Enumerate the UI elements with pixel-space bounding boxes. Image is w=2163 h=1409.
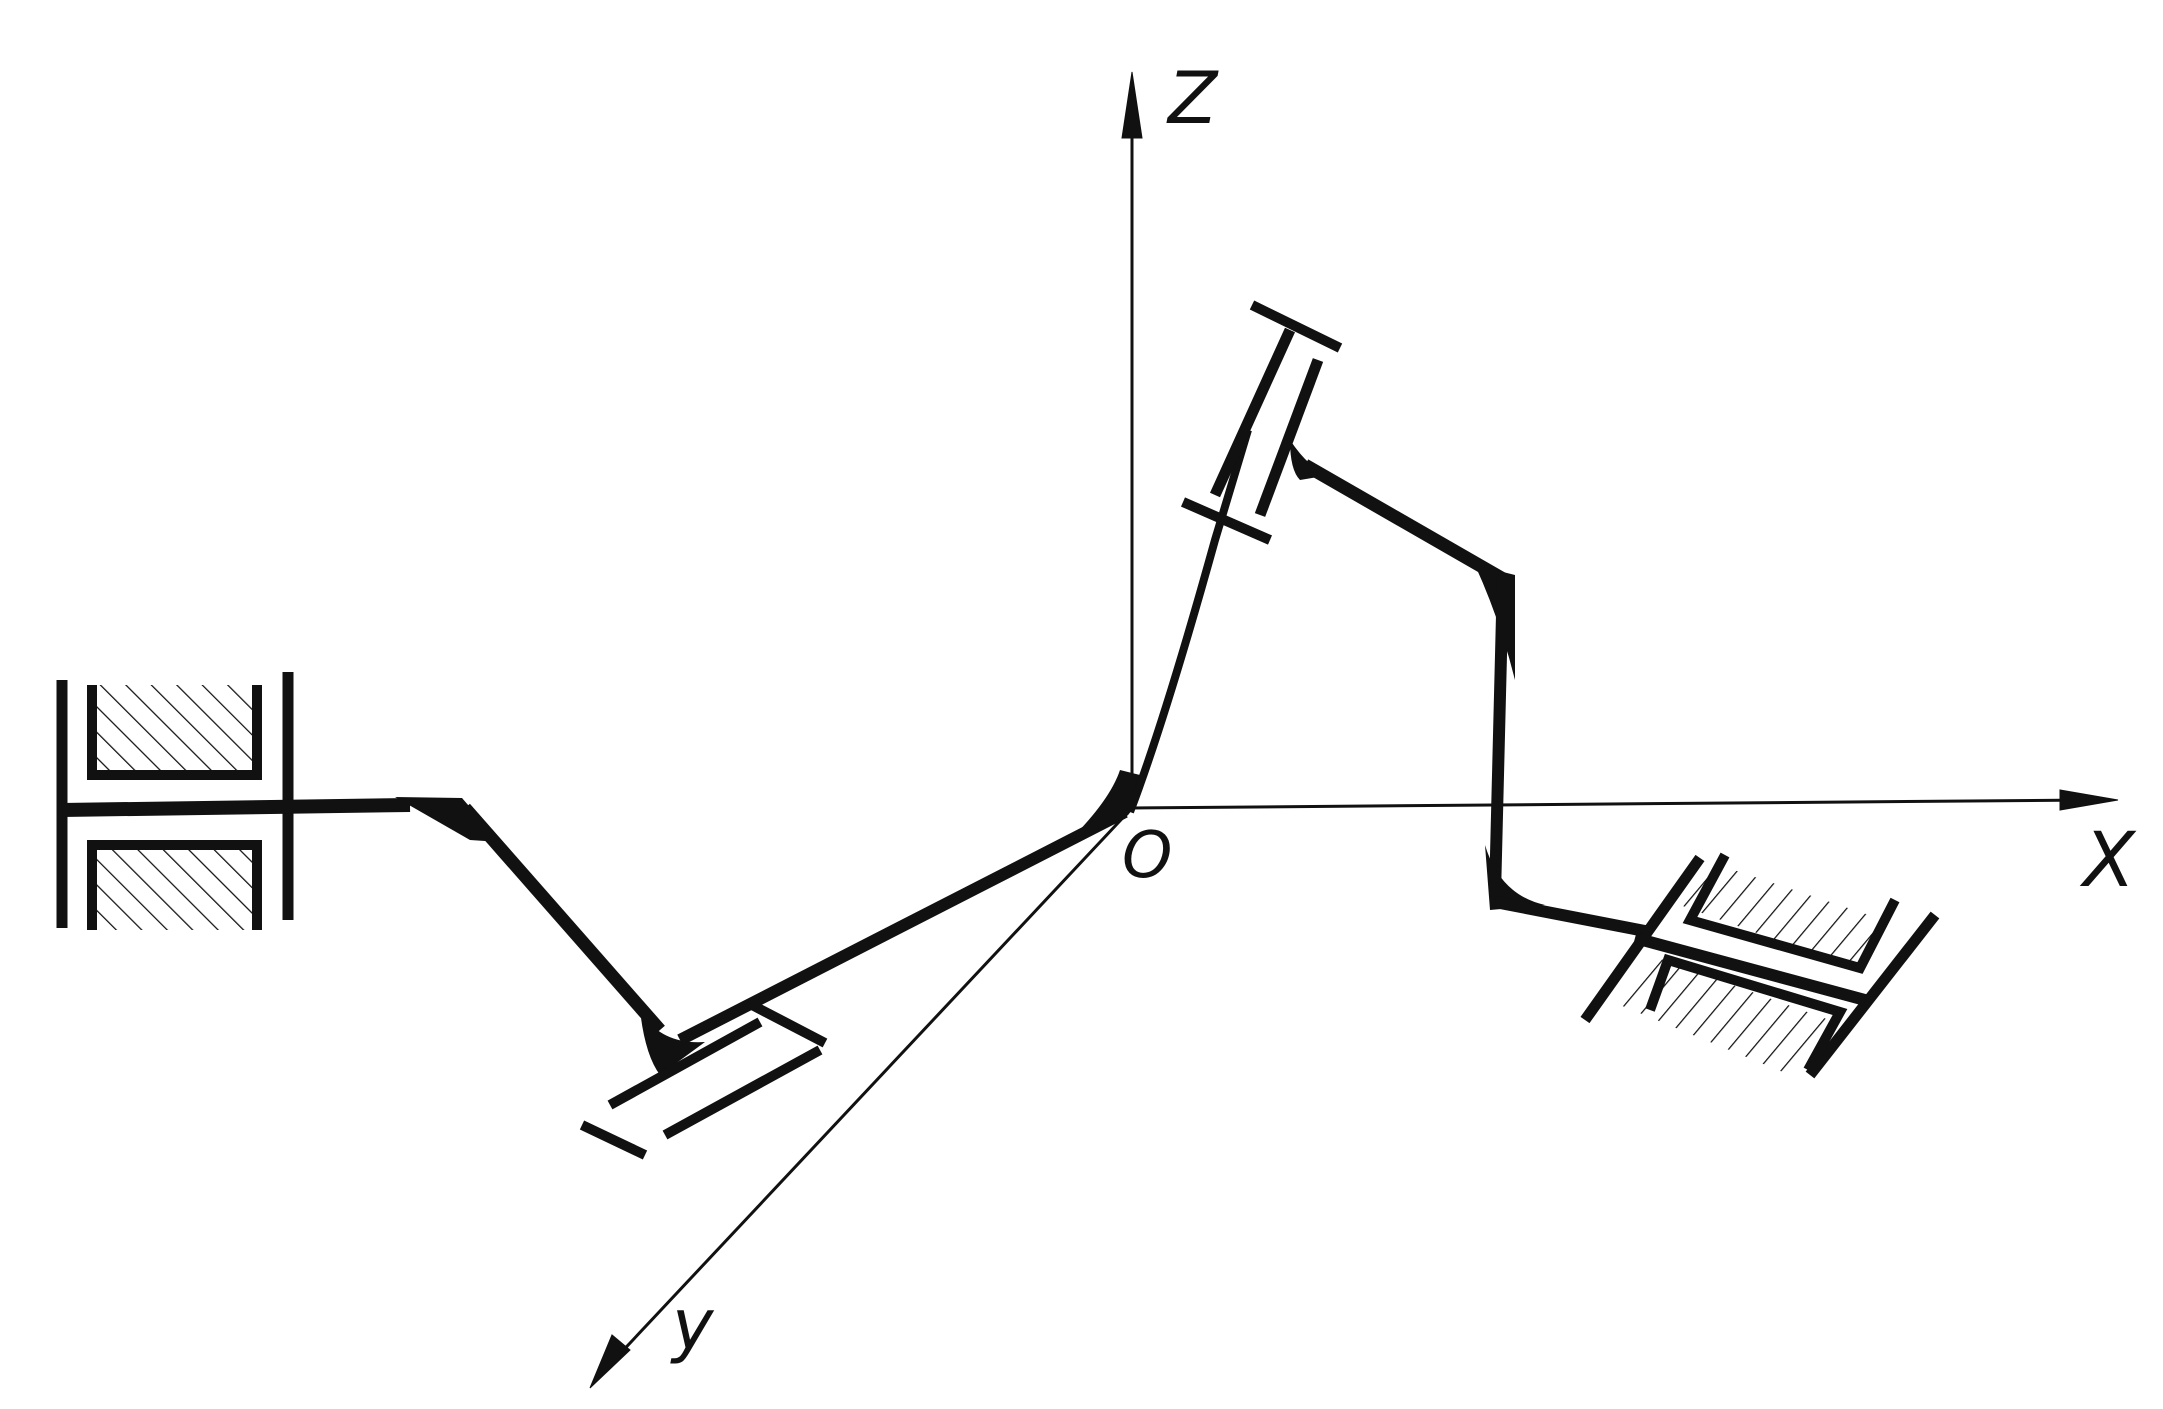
- crankshaft-right: [1290, 440, 1652, 938]
- origin-label: O: [1122, 819, 1173, 893]
- z-axis: [1121, 71, 1143, 805]
- z-axis-label: Z: [1168, 56, 1218, 140]
- y-axis-label: y: [672, 1284, 714, 1366]
- x-axis-label: X: [2083, 815, 2136, 904]
- left-bearing: [56, 672, 294, 930]
- crankshaft-left: [61, 797, 705, 1075]
- right-bearing: [1580, 852, 1940, 1079]
- coordinate-axes: [589, 71, 2119, 1389]
- upper-link: [1126, 300, 1343, 814]
- lower-link: [579, 806, 1128, 1160]
- x-axis: [1131, 789, 2119, 811]
- y-axis: [589, 806, 1134, 1389]
- origin-joint: [1070, 770, 1140, 840]
